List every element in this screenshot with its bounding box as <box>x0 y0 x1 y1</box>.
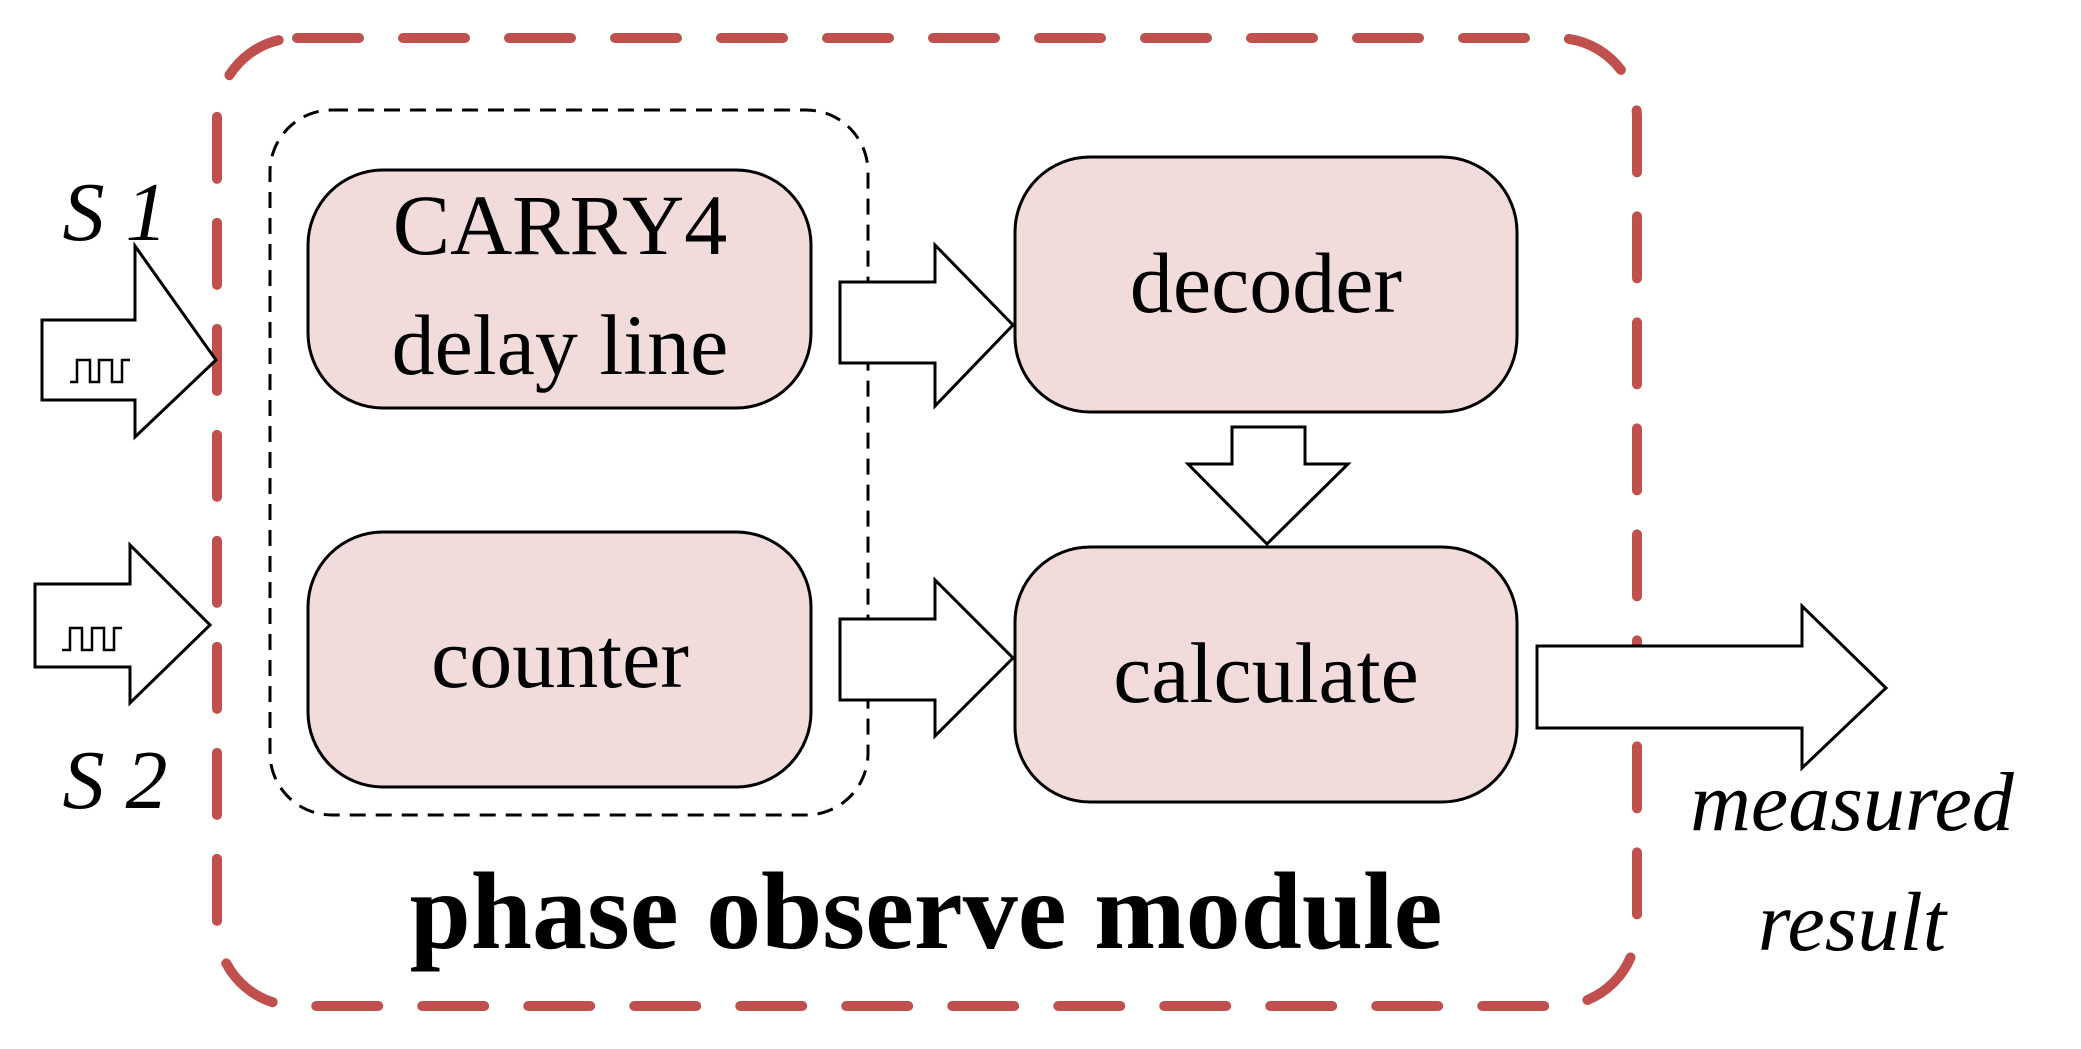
pulse-waveform-icon <box>62 626 122 652</box>
output-label-result: result <box>1758 876 1949 969</box>
counter-label: counter <box>431 610 689 706</box>
calculate-label: calculate <box>1113 625 1419 721</box>
delay-line-label: delay line <box>392 297 729 393</box>
arrow-calculate-to-output <box>1535 602 1889 772</box>
arrow-counter-to-calculate <box>838 576 1016 740</box>
input-arrow-s2 <box>33 541 213 707</box>
input-arrow-s1 <box>40 241 218 441</box>
arrow-decoder-to-calculate <box>1184 425 1352 547</box>
calculate-block <box>1013 545 1519 804</box>
input-label-s2: S 2 <box>63 734 168 827</box>
counter-block <box>306 530 813 789</box>
decoder-label: decoder <box>1130 235 1402 331</box>
carry4-label: CARRY4 <box>393 177 728 273</box>
module-title: phase observe module <box>410 850 1443 972</box>
input-label-s1: S 1 <box>63 166 168 259</box>
pulse-waveform-icon <box>70 358 130 384</box>
decoder-block <box>1013 155 1519 414</box>
arrow-carry4-to-decoder <box>838 241 1016 410</box>
output-label-measured: measured <box>1690 756 2014 849</box>
carry4-delay-line-block <box>306 168 813 410</box>
front-end-group-boundary <box>268 108 870 817</box>
